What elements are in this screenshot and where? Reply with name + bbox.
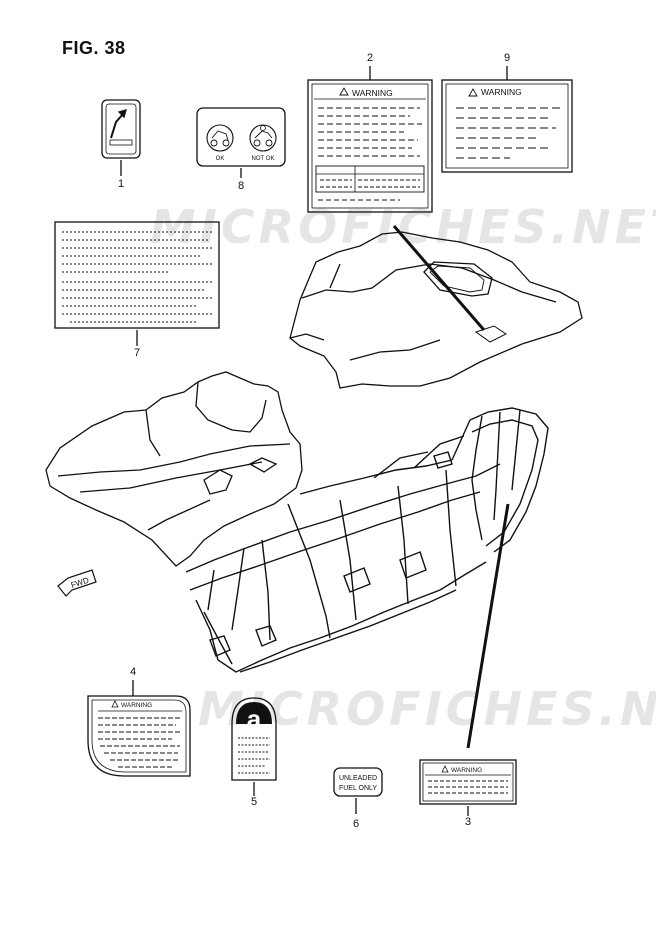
callout-6: 6	[352, 818, 360, 830]
label-1-sticker[interactable]	[101, 99, 141, 159]
logo-letter: a	[247, 704, 262, 734]
watermark-bottom: MICROFICHES.NET	[198, 682, 656, 736]
label-4-warning-sticker[interactable]	[87, 695, 191, 777]
label-7-sticker[interactable]	[54, 221, 220, 329]
not-ok-text: NOT OK	[252, 156, 275, 162]
label-5-logo-sticker[interactable]: a	[231, 697, 277, 781]
fuel-text-line1: UNLEADED	[339, 775, 377, 782]
callout-1: 1	[117, 178, 125, 190]
label-6-fuel-sticker[interactable]	[333, 767, 383, 797]
label-3-warning-text: WARNING	[451, 767, 482, 774]
label-8-sticker[interactable]	[196, 107, 286, 167]
label-4-warning-text: WARNING	[121, 702, 152, 709]
label-2-warning-text: WARNING	[352, 88, 393, 98]
callout-7: 7	[133, 347, 141, 359]
frame	[185, 407, 549, 673]
callout-5: 5	[250, 796, 258, 808]
leader-line-2-to-fender	[392, 225, 486, 331]
front-fender	[45, 371, 303, 567]
leader-line-3	[466, 503, 510, 749]
callout-8: 8	[237, 180, 245, 192]
fwd-arrow-icon: FWD	[57, 569, 97, 597]
callout-9: 9	[503, 52, 511, 64]
label-9-warning-text: WARNING	[481, 87, 522, 97]
fuel-text-line2: FUEL ONLY	[339, 785, 377, 792]
callout-2: 2	[366, 52, 374, 64]
callout-4: 4	[129, 666, 137, 678]
watermark-top: MICROFICHES.NET	[150, 200, 656, 254]
label-2-warning-sticker[interactable]	[307, 79, 433, 213]
ok-text: OK	[216, 156, 225, 162]
label-3-warning-sticker[interactable]	[419, 759, 517, 805]
callout-3: 3	[464, 816, 472, 828]
figure-title: FIG. 38	[62, 38, 126, 58]
rear-fender	[289, 231, 583, 389]
